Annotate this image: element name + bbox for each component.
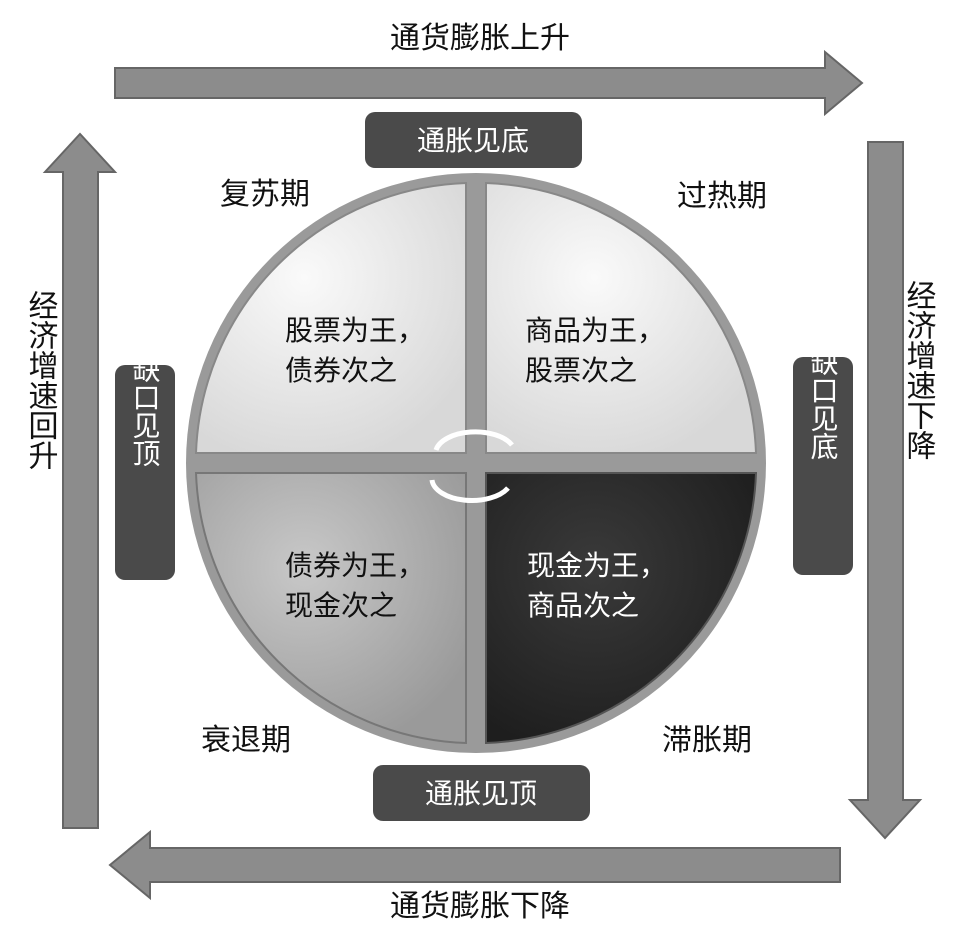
recovery-text-1: 股票为王， [285, 314, 425, 347]
inflation-rising-label: 通货膨胀上升 [390, 21, 570, 56]
recession-quadrant [194, 472, 467, 745]
growth-rising-label: 经济增速回升 [23, 290, 59, 470]
growth-rising-arrow [42, 132, 118, 829]
inflation-rising-arrow [114, 49, 864, 117]
overheat-text-1: 商品为王， [525, 314, 665, 347]
overheat-quadrant [485, 181, 758, 454]
output-gap-trough-box [793, 357, 853, 575]
output-gap-trough-label: 产出缺口见底 [807, 292, 840, 460]
recovery-text-2: 债券次之 [285, 354, 397, 387]
clock-rim [186, 173, 766, 753]
inflation-falling-label: 通货膨胀下降 [390, 889, 570, 924]
inflation-bottom-label: 通胀见底 [417, 124, 529, 157]
output-gap-peak-box [115, 365, 175, 580]
recession-text-1: 债券为王， [285, 549, 425, 582]
stagflation-text-1: 现金为王， [527, 549, 667, 582]
stagflation-quadrant [485, 472, 758, 745]
stagflation-text-2: 商品次之 [527, 589, 639, 622]
inflation-top-box [373, 765, 590, 821]
inflation-top-label: 通胀见顶 [425, 777, 537, 810]
phase-stagflation: 滞胀期 [662, 723, 752, 758]
phase-recession: 衰退期 [201, 723, 291, 758]
phase-overheat: 过热期 [677, 179, 767, 214]
recovery-quadrant [194, 181, 467, 454]
output-gap-peak-label: 产出缺口见顶 [129, 299, 162, 467]
growth-falling-arrow [847, 141, 923, 840]
rotation-arrows-icon [429, 429, 514, 503]
recession-text-2: 现金次之 [285, 589, 397, 622]
inflation-bottom-box [365, 112, 582, 168]
phase-recovery: 复苏期 [220, 177, 310, 212]
overheat-text-2: 股票次之 [525, 354, 637, 387]
inflation-falling-arrow [108, 829, 841, 901]
growth-falling-label: 经济增速下降 [901, 280, 937, 460]
